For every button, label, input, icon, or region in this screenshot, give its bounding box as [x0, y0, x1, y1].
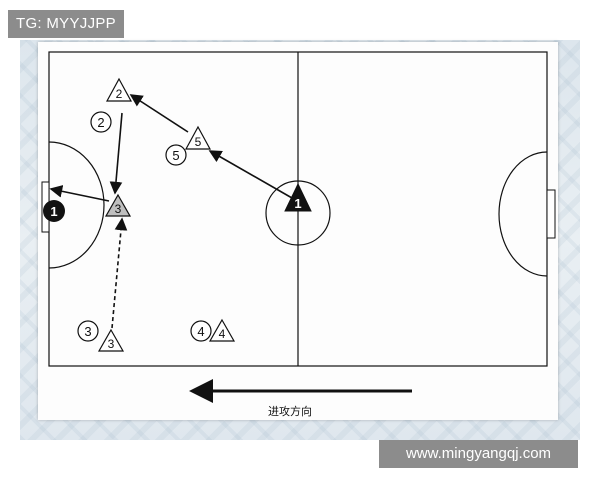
shot-arrow-3-to-goal [49, 185, 110, 202]
attacker-2-label: 2 [116, 87, 123, 101]
attacker-3-cut: 3 [104, 193, 132, 217]
defender-4-label: 4 [197, 324, 204, 339]
attacker-3-start: 3 [97, 328, 125, 352]
right-goal [546, 189, 556, 239]
pass-arrow-5-to-2 [129, 94, 189, 133]
defender-3: 3 [77, 320, 99, 342]
attacker-1: 1 [284, 182, 312, 212]
run-arrow-3-dashed [111, 217, 128, 329]
defender-2: 2 [90, 111, 112, 133]
defender-5-label: 5 [172, 148, 179, 163]
defender-3-label: 3 [84, 324, 91, 339]
attacker-2: 2 [105, 77, 133, 102]
watermark-bottom: www.mingyangqj.com [379, 440, 578, 468]
defender-2-label: 2 [97, 115, 104, 130]
attacker-1-label: 1 [294, 196, 301, 211]
defender-5: 5 [165, 144, 187, 166]
defender-4: 4 [190, 320, 212, 342]
pass-arrow-1-to-5 [208, 150, 293, 199]
left-penalty-area [48, 141, 105, 269]
attacker-5: 5 [184, 125, 212, 150]
attack-direction-label: 进攻方向 [268, 405, 312, 418]
goalkeeper: 1 [43, 200, 65, 222]
watermark-top: TG: MYYJJPP [8, 10, 124, 38]
attacker-3-cut-label: 3 [115, 202, 122, 216]
attacker-5-label: 5 [195, 135, 202, 149]
attacker-3-start-label: 3 [108, 337, 115, 351]
center-circle [265, 180, 331, 246]
goalkeeper-label: 1 [50, 204, 57, 219]
attacker-4-label: 4 [219, 327, 226, 341]
pass-arrow-2-to-3 [109, 112, 123, 195]
right-penalty-area [498, 151, 548, 277]
attacker-4: 4 [208, 318, 236, 342]
